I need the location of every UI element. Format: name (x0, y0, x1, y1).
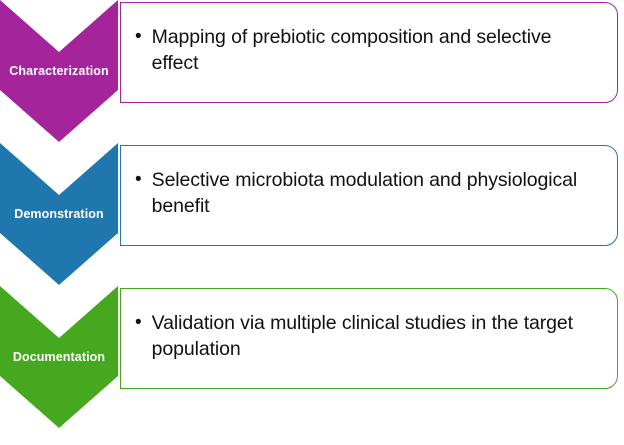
bullet-list: • Validation via multiple clinical studi… (121, 310, 617, 362)
bullet-icon: • (135, 25, 142, 47)
callout-text-characterization: Mapping of prebiotic composition and sel… (151, 25, 552, 74)
chevron-polygon (0, 0, 118, 142)
chevron-shape-documentation[interactable]: Documentation (0, 286, 118, 428)
callout-box-documentation[interactable]: • Validation via multiple clinical studi… (120, 288, 618, 389)
bullet-list: • Mapping of prebiotic composition and s… (121, 24, 617, 76)
chevron-shape-demonstration[interactable]: Demonstration (0, 143, 118, 285)
callout-text-demonstration: Selective microbiota modulation and phys… (151, 168, 578, 217)
bullet-icon: • (135, 168, 142, 190)
chevron-polygon (0, 286, 118, 428)
bullet-icon: • (135, 311, 142, 333)
bullet-list: • Selective microbiota modulation and ph… (121, 167, 617, 219)
chevron-polygon (0, 143, 118, 285)
chevron-shape-characterization[interactable]: Characterization (0, 0, 118, 142)
callout-box-characterization[interactable]: • Mapping of prebiotic composition and s… (120, 2, 618, 103)
callout-text-documentation: Validation via multiple clinical studies… (151, 311, 573, 360)
callout-box-demonstration[interactable]: • Selective microbiota modulation and ph… (120, 145, 618, 246)
